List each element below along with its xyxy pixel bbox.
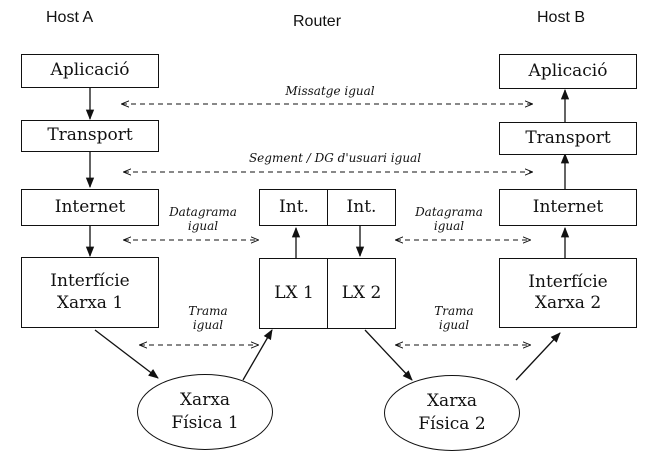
host-a-header: Host A [46,9,94,26]
label-frame-right-line1: Trama [434,304,474,318]
label-frame-left-line2: igual [192,317,224,332]
label-frame-left-line1: Trama [188,304,228,318]
label-datagram-left: Datagrama igual [166,205,240,234]
host-a-interface-line1: Interfície [50,271,130,292]
host-b-interface-layer: Interfície Xarxa 2 [499,258,637,328]
host-b-application-layer: Aplicació [499,54,637,89]
label-message: Missatge igual [285,84,375,98]
physical-network-1: Xarxa Física 1 [137,374,273,450]
label-frame-right-line2: igual [438,317,470,332]
host-b-interface-line1: Interfície [528,271,608,292]
label-datagram-left-line1: Datagrama [169,205,237,219]
label-datagram-right-line1: Datagrama [415,205,483,219]
arrow-lx2-net2 [364,329,413,381]
label-frame-left: Trama igual [180,304,236,333]
host-b-internet-layer: Internet [499,189,637,226]
host-a-interface-line2: Xarxa 1 [56,292,124,313]
arrow-interface1-net1 [94,329,159,379]
router-lx1: LX 1 [259,258,329,329]
router-int-right: Int. [327,189,396,226]
physical-network-2: Xarxa Física 2 [384,375,520,451]
arrow-net1-lx1 [242,329,273,381]
arrow-net2-interface2 [515,332,561,381]
router-header: Router [293,13,342,30]
host-a-transport-layer: Transport [21,120,159,152]
physical-network-2-line2: Física 2 [418,414,486,434]
host-a-application-layer: Aplicació [21,54,159,88]
label-frame-right: Trama igual [426,304,482,333]
label-datagram-left-line2: igual [187,218,219,233]
host-b-header: Host B [537,9,586,26]
physical-network-1-line1: Xarxa [179,390,231,411]
label-datagram-right: Datagrama igual [412,205,486,234]
host-b-interface-line2: Xarxa 2 [534,293,602,313]
host-a-internet-layer: Internet [21,189,159,226]
host-b-transport-layer: Transport [499,122,637,155]
physical-network-1-line2: Física 1 [171,413,239,433]
router-int-left: Int. [259,189,329,226]
label-datagram-right-line2: igual [433,218,465,233]
router-lx2: LX 2 [327,258,396,329]
host-a-interface-layer: Interfície Xarxa 1 [21,257,159,328]
physical-network-2-line1: Xarxa [426,391,478,412]
label-segment: Segment / DG d'usuari igual [248,151,422,165]
